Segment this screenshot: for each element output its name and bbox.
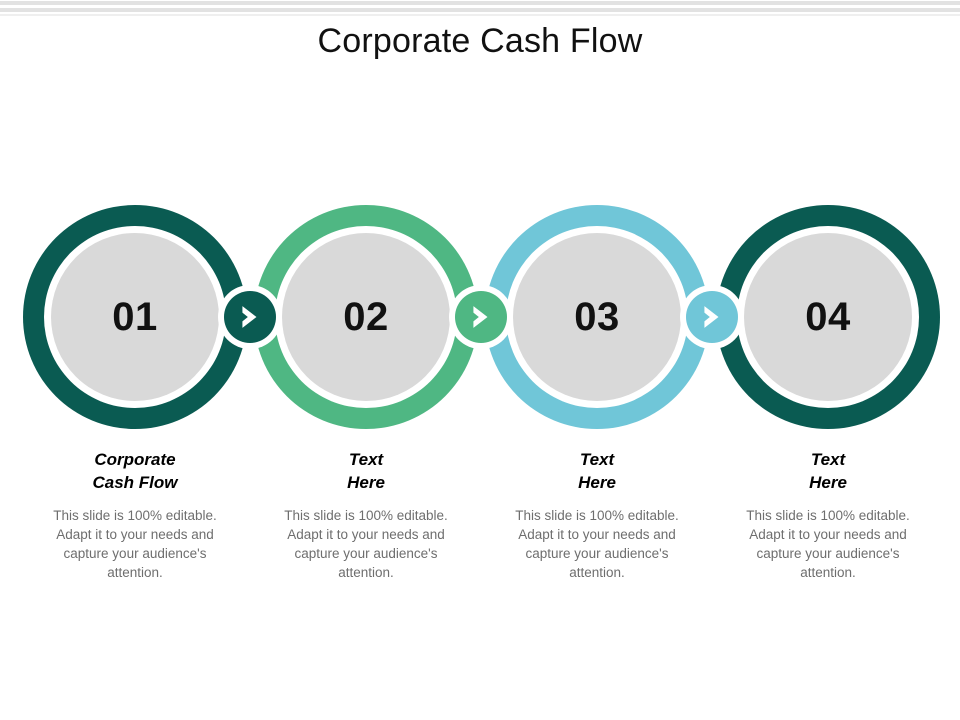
step-number-1: 01 [112,295,158,339]
page-title: Corporate Cash Flow [317,22,643,60]
process-step-3[interactable]: 03 [485,205,709,429]
caption-block-2: Text Here This slide is 100% editable. A… [266,448,466,582]
step-number-2: 02 [343,295,389,339]
caption-block-1: Corporate Cash Flow This slide is 100% e… [35,448,235,582]
caption-heading-1: Corporate Cash Flow [92,450,178,492]
step-core-3: 03 [513,233,681,401]
caption-heading-2: Text Here [347,450,385,492]
caption-body-1: This slide is 100% editable. Adapt it to… [53,508,217,580]
caption-body-2: This slide is 100% editable. Adapt it to… [284,508,448,580]
step-connector-2 [449,285,513,349]
chevron-right-icon [242,306,257,328]
process-step-4[interactable]: 04 [716,205,940,429]
caption-heading-4: Text Here [809,450,847,492]
process-step-2[interactable]: 02 [254,205,478,429]
caption-body-3: This slide is 100% editable. Adapt it to… [515,508,679,580]
caption-heading-3: Text Here [578,450,616,492]
step-number-3: 03 [574,295,620,339]
chevron-right-icon [473,306,488,328]
caption-block-4: Text Here This slide is 100% editable. A… [728,448,928,582]
step-core-4: 04 [744,233,912,401]
top-rule-secondary [0,8,960,12]
top-rule-primary [0,1,960,5]
top-decorative-rules [0,0,960,16]
step-core-2: 02 [282,233,450,401]
step-connector-3 [680,285,744,349]
caption-row: Corporate Cash Flow This slide is 100% e… [0,448,960,618]
process-step-1[interactable]: 01 [23,205,247,429]
caption-body-4: This slide is 100% editable. Adapt it to… [746,508,910,580]
caption-block-3: Text Here This slide is 100% editable. A… [497,448,697,582]
chevron-right-icon [704,306,719,328]
top-rule-tertiary [0,14,960,16]
step-connector-1 [218,285,282,349]
step-core-1: 01 [51,233,219,401]
step-number-4: 04 [805,295,851,339]
process-diagram: 01 02 03 04 [0,205,960,435]
